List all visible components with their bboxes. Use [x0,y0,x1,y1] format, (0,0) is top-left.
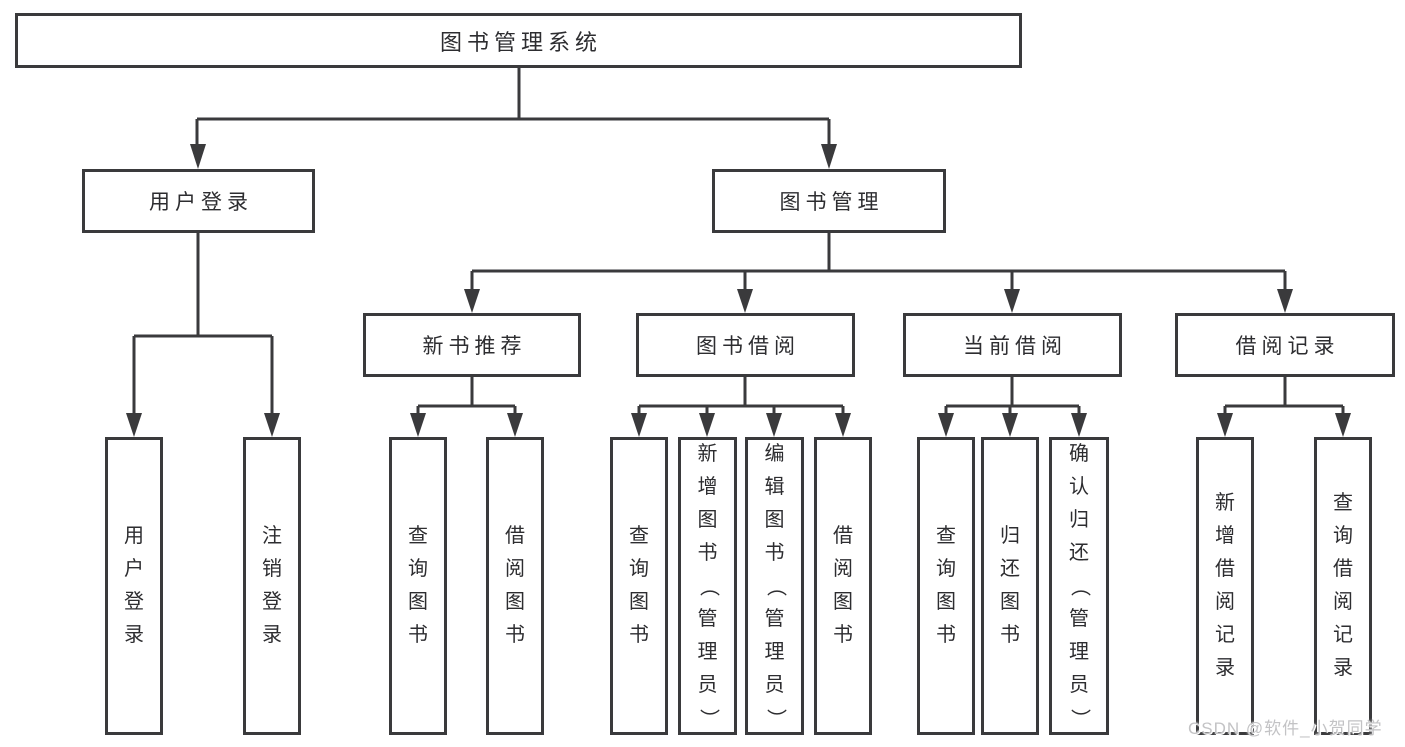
arrowhead-icons [126,144,1351,437]
leaf-query-borrow-record: 查询借阅记录 [1314,437,1372,735]
node-label: 查询图书 [408,525,428,646]
leaf-query-books-borrow: 查询图书 [610,437,668,735]
node-user-login: 用户登录 [82,169,315,233]
leaf-query-books-current: 查询图书 [917,437,975,735]
node-book-management: 图书管理 [712,169,946,233]
leaf-logout: 注销登录 [243,437,301,735]
leaf-user-login: 用户登录 [105,437,163,735]
node-book-borrow: 图书借阅 [636,313,855,377]
node-label: 用户登录 [124,525,144,646]
node-label: 用户登录 [149,191,253,214]
node-new-book-recommend: 新书推荐 [363,313,581,377]
node-library-management-system: 图书管理系统 [15,13,1022,68]
leaf-confirm-return-admin: 确认归还（管理员） [1049,437,1109,735]
node-current-borrow: 当前借阅 [903,313,1122,377]
node-label: 借阅记录 [1235,335,1340,358]
watermark: CSDN @软件_小贺同学 [1188,719,1383,738]
node-label: 新增图书（管理员） [697,442,719,729]
node-label: 借阅图书 [833,525,853,646]
node-borrow-records: 借阅记录 [1175,313,1395,377]
node-label: 确认归还（管理员） [1068,442,1091,729]
node-label: 新增借阅记录 [1215,492,1235,679]
leaf-return-books: 归还图书 [981,437,1039,735]
node-label: 新书推荐 [422,335,527,358]
node-label: 注销登录 [262,525,282,646]
leaf-add-borrow-record: 新增借阅记录 [1196,437,1254,735]
node-label: 图书管理系统 [439,29,602,55]
leaf-query-books-recommend: 查询图书 [389,437,447,735]
node-label: 查询图书 [629,525,649,646]
leaf-edit-books-admin: 编辑图书（管理员） [745,437,804,735]
node-label: 编辑图书（管理员） [764,442,786,729]
node-label: 查询借阅记录 [1333,492,1353,679]
node-label: 查询图书 [936,525,956,646]
leaf-borrow-books-recommend: 借阅图书 [486,437,544,735]
leaf-add-books-admin: 新增图书（管理员） [678,437,737,735]
node-label: 当前借阅 [963,335,1067,358]
node-label: 借阅图书 [505,525,525,646]
node-label: 图书借阅 [696,335,800,358]
leaf-borrow-books: 借阅图书 [814,437,872,735]
node-label: 图书管理 [779,191,884,214]
node-label: 归还图书 [1000,525,1020,646]
